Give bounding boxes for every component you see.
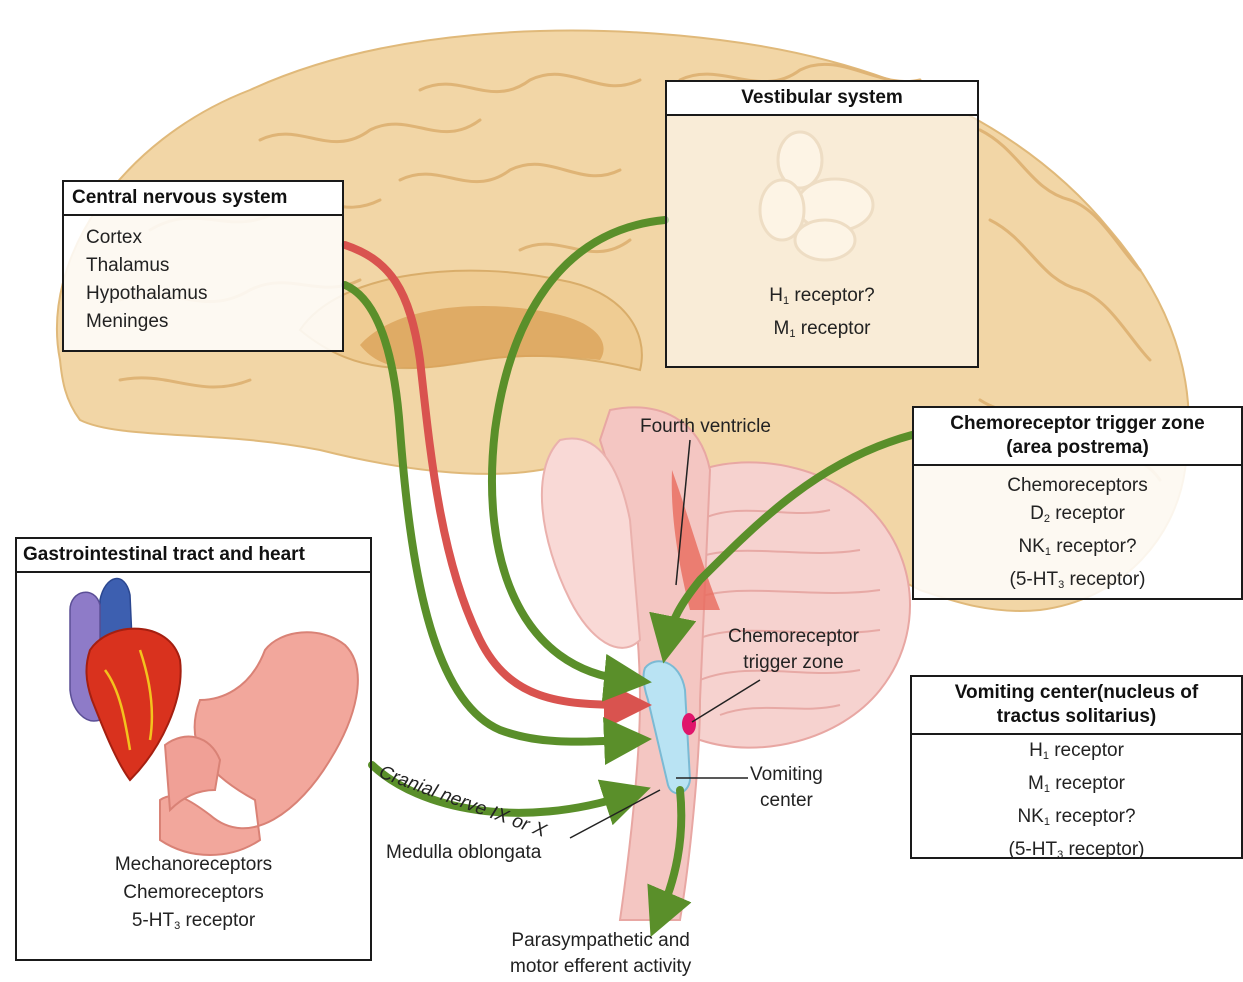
gi-list: Mechanoreceptors Chemoreceptors 5-HT3 re… xyxy=(17,851,370,940)
vc-item: H1 receptor xyxy=(912,737,1241,770)
ctz-dot xyxy=(682,713,696,735)
gi-item: Mechanoreceptors xyxy=(17,851,370,879)
vc-item: M1 receptor xyxy=(912,770,1241,803)
vestibular-item: M1 receptor xyxy=(667,315,977,348)
cns-item: Cortex xyxy=(86,224,342,252)
gi-title: Gastrointestinal tract and heart xyxy=(17,539,370,573)
vestibular-box: Vestibular system H1 receptor? M1 recept… xyxy=(665,80,979,368)
ctz-label-line2: trigger zone xyxy=(728,650,859,676)
ctz-label-line1: Chemoreceptor xyxy=(728,624,859,650)
vestibular-item: H1 receptor? xyxy=(667,282,977,315)
vomiting-center-label-line2: center xyxy=(750,788,823,814)
vestibular-title: Vestibular system xyxy=(667,82,977,116)
ctz-item: NK1 receptor? xyxy=(914,533,1241,566)
cns-box: Central nervous system Cortex Thalamus H… xyxy=(62,180,344,352)
cns-list: Cortex Thalamus Hypothalamus Meninges xyxy=(64,216,342,336)
ctz-label: Chemoreceptor trigger zone xyxy=(728,624,859,676)
output-label: Parasympathetic and motor efferent activ… xyxy=(510,928,691,980)
fourth-ventricle-label: Fourth ventricle xyxy=(640,414,771,440)
ctz-item: Chemoreceptors xyxy=(914,472,1241,500)
medulla-label: Medulla oblongata xyxy=(386,840,541,866)
ctz-item: (5-HT3 receptor) xyxy=(914,566,1241,599)
ctz-item: D2 receptor xyxy=(914,500,1241,533)
ctz-title: Chemoreceptor trigger zone (area postrem… xyxy=(914,408,1241,466)
cns-item: Hypothalamus xyxy=(86,280,342,308)
vc-list: H1 receptor M1 receptor NK1 receptor? (5… xyxy=(912,735,1241,869)
vc-box: Vomiting center(nucleus of tractus solit… xyxy=(910,675,1243,859)
ctz-list: Chemoreceptors D2 receptor NK1 receptor?… xyxy=(914,466,1241,599)
vc-item: (5-HT3 receptor) xyxy=(912,836,1241,869)
gi-box: Gastrointestinal tract and heart Mechano… xyxy=(15,537,372,961)
cns-item: Thalamus xyxy=(86,252,342,280)
ctz-title-line2: (area postrema) xyxy=(918,436,1237,460)
cns-item: Meninges xyxy=(86,308,342,336)
vomiting-center-label-line1: Vomiting xyxy=(750,762,823,788)
vomiting-center-label: Vomiting center xyxy=(750,762,823,814)
vc-title: Vomiting center(nucleus of tractus solit… xyxy=(912,677,1241,735)
ctz-title-line1: Chemoreceptor trigger zone xyxy=(918,412,1237,436)
cns-title: Central nervous system xyxy=(64,182,342,216)
gi-item: 5-HT3 receptor xyxy=(17,907,370,940)
vc-item: NK1 receptor? xyxy=(912,803,1241,836)
output-label-line1: Parasympathetic and xyxy=(510,928,691,954)
ctz-box: Chemoreceptor trigger zone (area postrem… xyxy=(912,406,1243,600)
vc-title-line2: tractus solitarius) xyxy=(916,705,1237,729)
vc-title-line1: Vomiting center(nucleus of xyxy=(916,681,1237,705)
gi-item: Chemoreceptors xyxy=(17,879,370,907)
output-label-line2: motor efferent activity xyxy=(510,954,691,980)
vestibular-list: H1 receptor? M1 receptor xyxy=(667,282,977,348)
